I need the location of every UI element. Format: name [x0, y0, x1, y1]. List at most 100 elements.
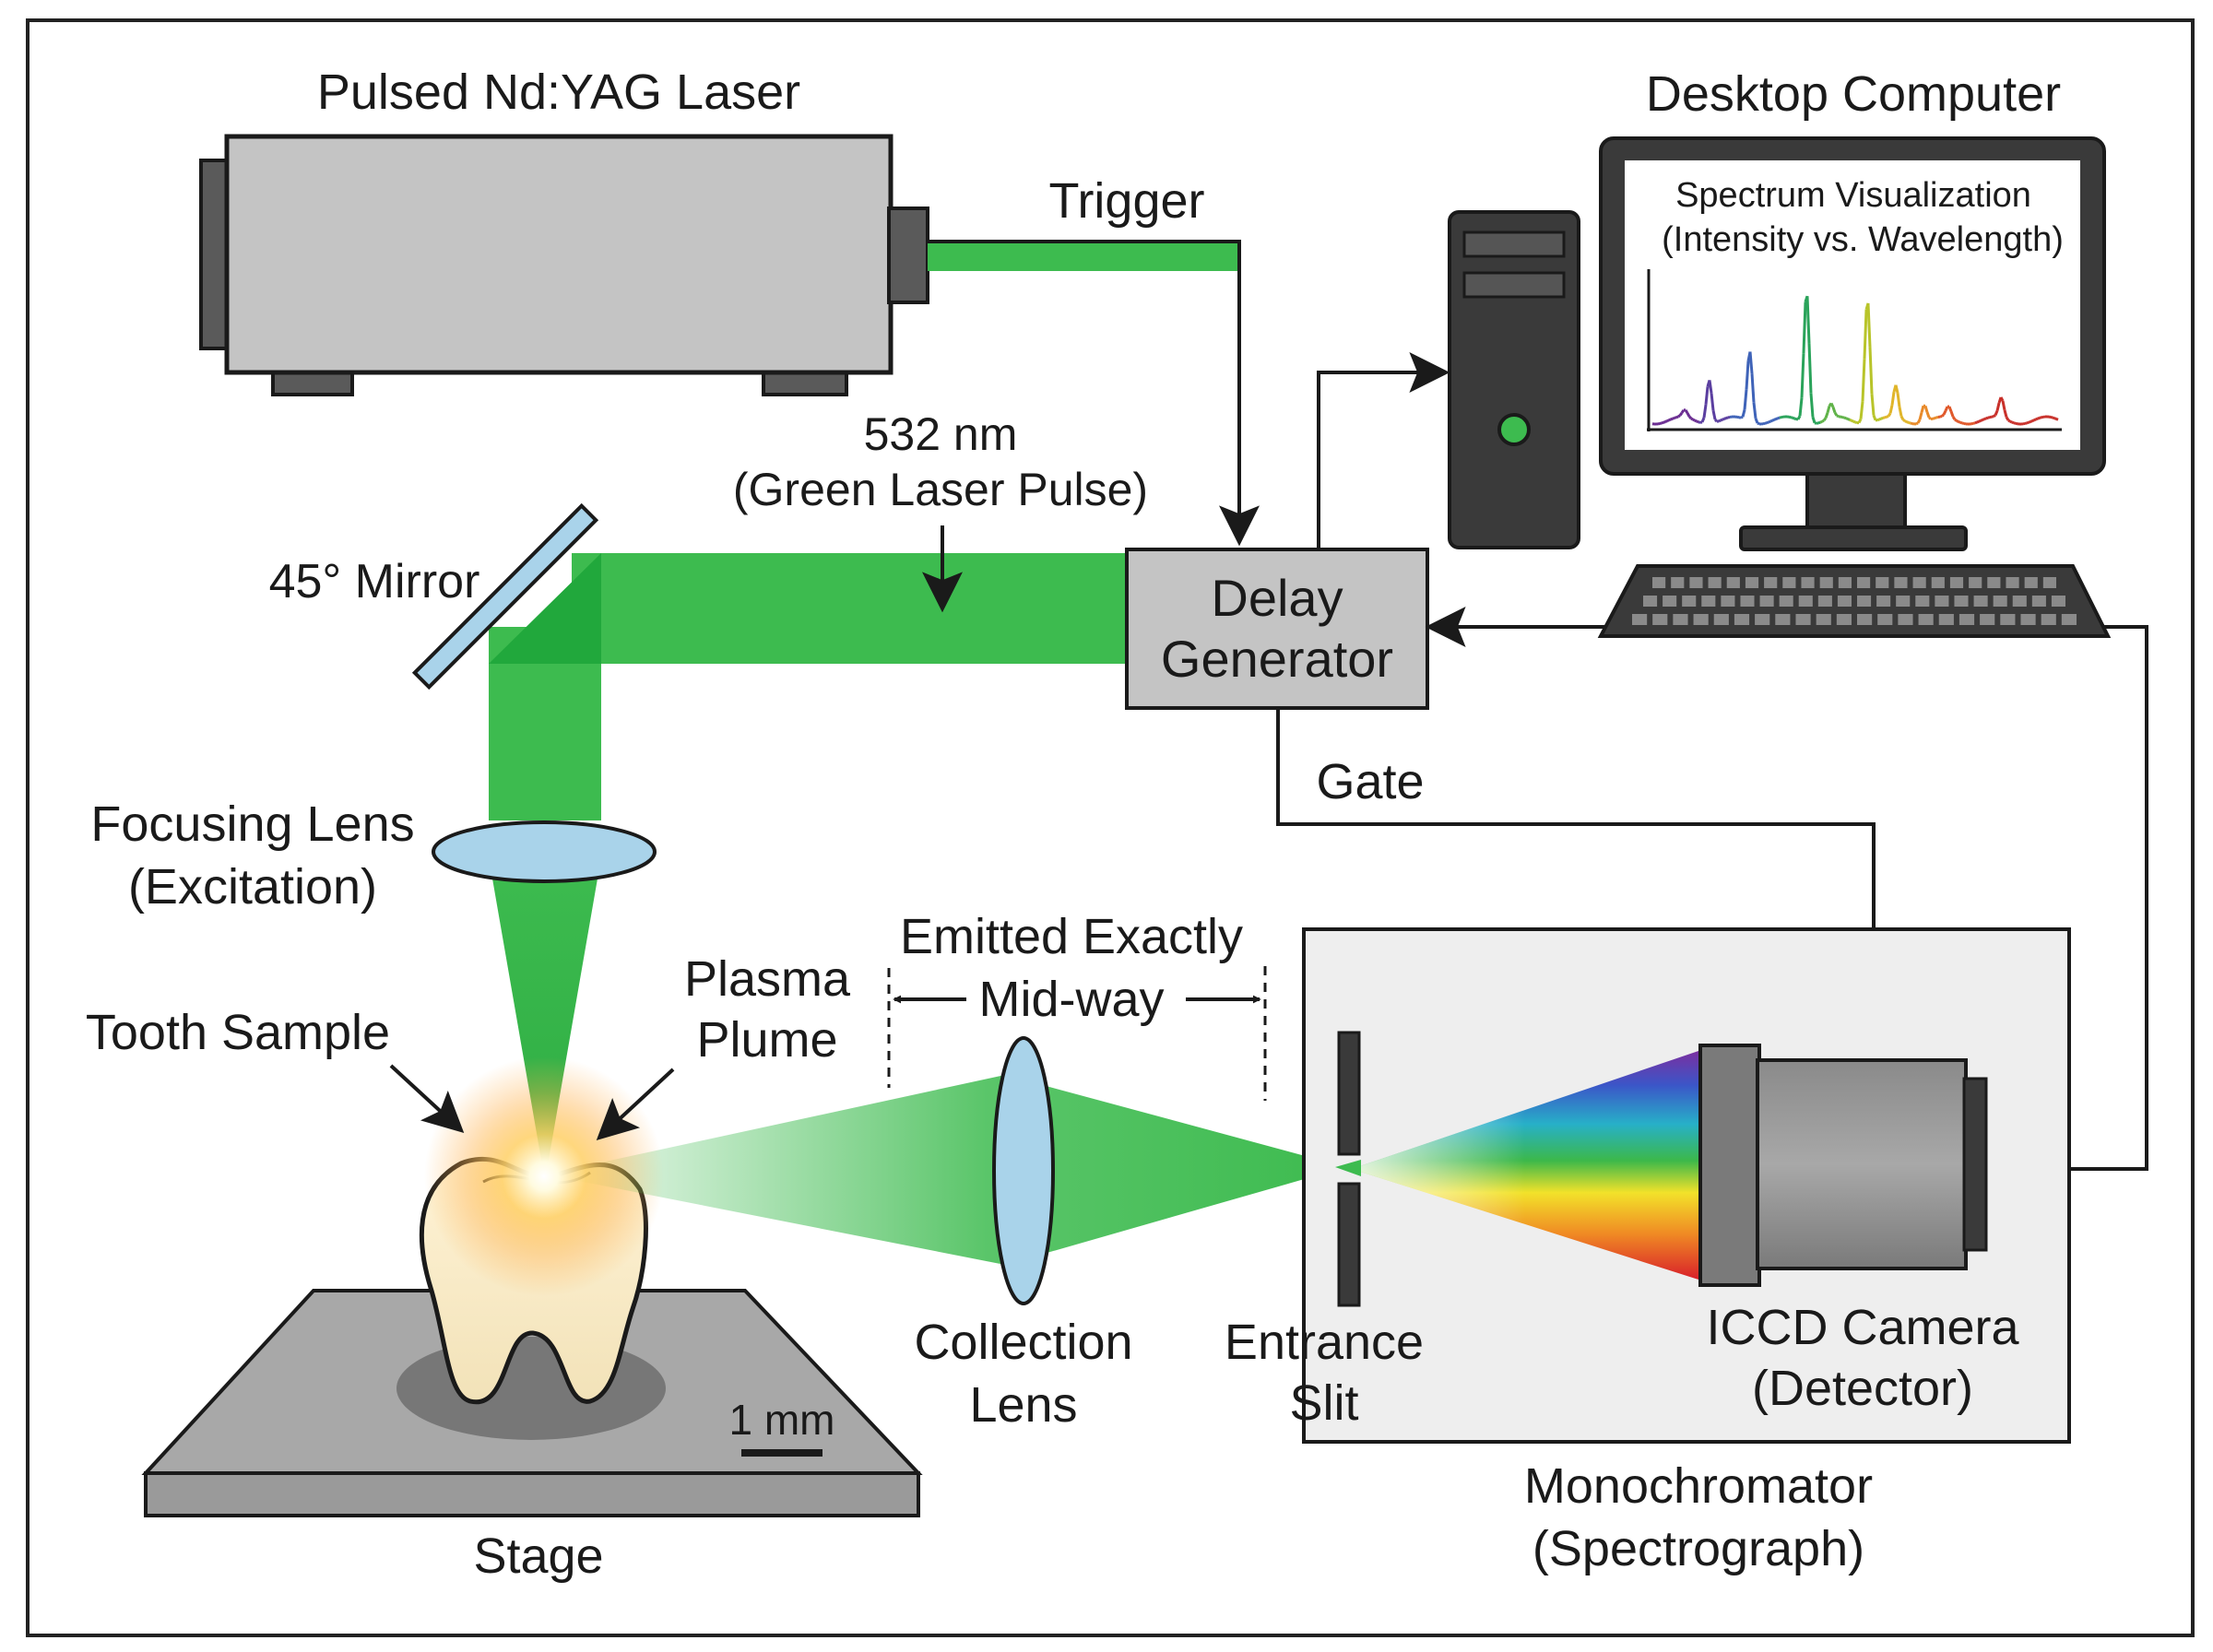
- delay-label-2: Generator: [1161, 630, 1393, 688]
- spectrum-segment: [2028, 420, 2031, 424]
- spectrum-segment: [1752, 402, 1757, 419]
- keyboard-key: [1795, 614, 1811, 625]
- keyboard-key: [1915, 596, 1930, 607]
- plasma-label-1: Plasma: [684, 951, 851, 1007]
- spectrum-segment: [1870, 393, 1876, 416]
- spectrum-segment: [1796, 415, 1802, 420]
- spectrum-segment: [1672, 416, 1675, 420]
- keyboard-key: [2041, 614, 2056, 625]
- trigger-line: [928, 240, 1260, 547]
- keyboard-key: [1949, 577, 1964, 588]
- spectrum-segment: [1947, 406, 1953, 412]
- spectrum-segment: [1949, 410, 1955, 418]
- spectrum-segment: [1745, 360, 1750, 390]
- spectrum-segment: [1664, 419, 1668, 423]
- spectrum-segment: [1725, 416, 1729, 419]
- computer-label: Desktop Computer: [1646, 66, 2061, 122]
- mono-label-1: Monochromator: [1524, 1458, 1873, 1514]
- wavelength-label-2: (Green Laser Pulse): [733, 464, 1148, 515]
- spectrum-segment: [1925, 411, 1931, 419]
- spectrum-segment: [1974, 420, 1978, 425]
- spectrum-segment: [1961, 421, 1965, 425]
- spectrum-segment: [2013, 421, 2017, 425]
- spectrum-segment: [1995, 402, 2001, 412]
- plasma-plume: [424, 1056, 664, 1296]
- spectrum-segment: [1779, 416, 1782, 419]
- slit-label-1: Entrance: [1225, 1315, 1424, 1370]
- spectrum-segment: [1771, 419, 1775, 422]
- spectrum-segment: [1822, 417, 1828, 422]
- tooth-label: Tooth Sample: [86, 1005, 390, 1060]
- spectrum-segment: [1941, 413, 1945, 418]
- keyboard-key: [1896, 596, 1911, 607]
- emitted-label-2: Mid-way: [978, 972, 1164, 1027]
- dispersed-spectrum-fade: [1352, 1051, 1698, 1280]
- keyboard-key: [1755, 614, 1770, 625]
- keyboard-key: [1973, 596, 1988, 607]
- spectrum-segment: [1710, 393, 1715, 411]
- spectrum-segment: [2033, 418, 2037, 422]
- spectrum-segment: [1920, 405, 1925, 413]
- spectrum-segment: [1708, 380, 1713, 394]
- keyboard-key: [1836, 614, 1852, 625]
- keyboard-key: [1819, 577, 1833, 588]
- spectrum-segment: [1980, 419, 1983, 422]
- keyboard-key: [1671, 577, 1685, 588]
- keyboard-key: [1759, 596, 1774, 607]
- spectrum-segment: [1831, 407, 1837, 414]
- spectrum-segment: [1854, 420, 1858, 425]
- keyboard-key: [1745, 577, 1759, 588]
- spectrum-segment: [1740, 415, 1744, 419]
- focused-beam: [489, 857, 601, 1165]
- keyboard-key: [2031, 596, 2046, 607]
- spectrum-segment: [1939, 415, 1943, 419]
- keyboard-key: [1993, 596, 2007, 607]
- keyboard-key: [2012, 596, 2027, 607]
- keyboard-key: [1689, 577, 1703, 588]
- keyboard-key: [1708, 577, 1722, 588]
- stage-label: Stage: [473, 1528, 603, 1584]
- spectrum-segment: [1800, 353, 1805, 398]
- slit-upper: [1337, 1031, 1361, 1156]
- keyboard-key: [1643, 596, 1658, 607]
- spectrum-segment: [1923, 405, 1929, 413]
- mono-label-2: (Spectrograph): [1533, 1521, 1864, 1576]
- keyboard-key: [1726, 577, 1740, 588]
- spectrum-segment: [1868, 347, 1874, 395]
- keyboard-key: [1837, 596, 1852, 607]
- spectrum-segment: [2001, 400, 2006, 411]
- keyboard-key: [1935, 596, 1949, 607]
- keyboard-key: [1969, 577, 1982, 588]
- spectrum-segment: [2031, 419, 2035, 422]
- spectrum-segment: [1805, 296, 1811, 344]
- keyboard-key: [1779, 596, 1793, 607]
- focusing-lens: [432, 820, 657, 883]
- spectrum-segment: [1684, 408, 1689, 414]
- spectrum-segment: [2050, 416, 2053, 419]
- spectrum-segment: [1764, 421, 1768, 425]
- spectrum-segment: [1876, 418, 1880, 422]
- spectrum-segment: [1659, 421, 1663, 425]
- spectrum-segment: [1908, 421, 1911, 425]
- spectrum-segment: [1809, 393, 1815, 418]
- spectrum-segment: [1857, 419, 1863, 424]
- spectrum-segment: [1802, 301, 1807, 354]
- keyboard-key: [1918, 614, 1934, 625]
- spectrum-segment: [2009, 419, 2013, 424]
- spectrum-segment: [1888, 405, 1894, 414]
- spectrum-segment: [1959, 420, 1963, 425]
- spectrum-segment: [1978, 419, 1982, 423]
- spectrum-segment: [1777, 416, 1781, 420]
- keyboard-key: [1632, 614, 1648, 625]
- spectrum-segment: [1807, 343, 1813, 394]
- laser-unit: [199, 134, 929, 396]
- spectrum-segment: [1817, 420, 1821, 425]
- delay-generator: [1125, 548, 1429, 710]
- spectrum-segment: [2024, 421, 2028, 425]
- emission-cone: [546, 1075, 1346, 1265]
- iccd-label-1: ICCD Camera: [1706, 1300, 2019, 1355]
- keyboard-key: [1980, 614, 1995, 625]
- spectrum-segment: [1741, 409, 1746, 418]
- slit-beam-tip: [1335, 1160, 1361, 1176]
- laser-label: Pulsed Nd:YAG Laser: [317, 65, 800, 120]
